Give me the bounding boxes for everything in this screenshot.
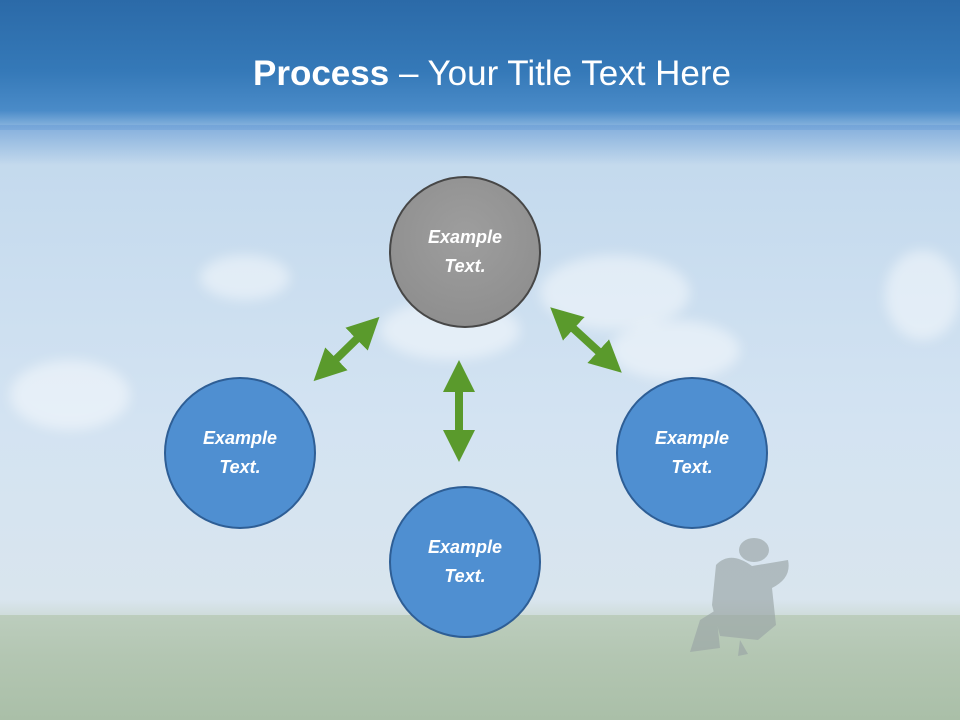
title-bold: Process bbox=[253, 54, 390, 93]
arrow-top-right bbox=[550, 307, 622, 373]
cloud bbox=[885, 250, 960, 340]
title-text: Your Title Text Here bbox=[427, 54, 732, 93]
cloud bbox=[200, 255, 290, 300]
slide-title: Process – Your Title Text Here bbox=[0, 52, 960, 96]
title-bar bbox=[0, 0, 960, 130]
cloud bbox=[10, 360, 130, 430]
title-dash: – bbox=[389, 54, 428, 93]
title-bar-fade bbox=[0, 125, 960, 165]
cloud bbox=[610, 320, 740, 380]
arrow-left-top bbox=[313, 316, 380, 382]
